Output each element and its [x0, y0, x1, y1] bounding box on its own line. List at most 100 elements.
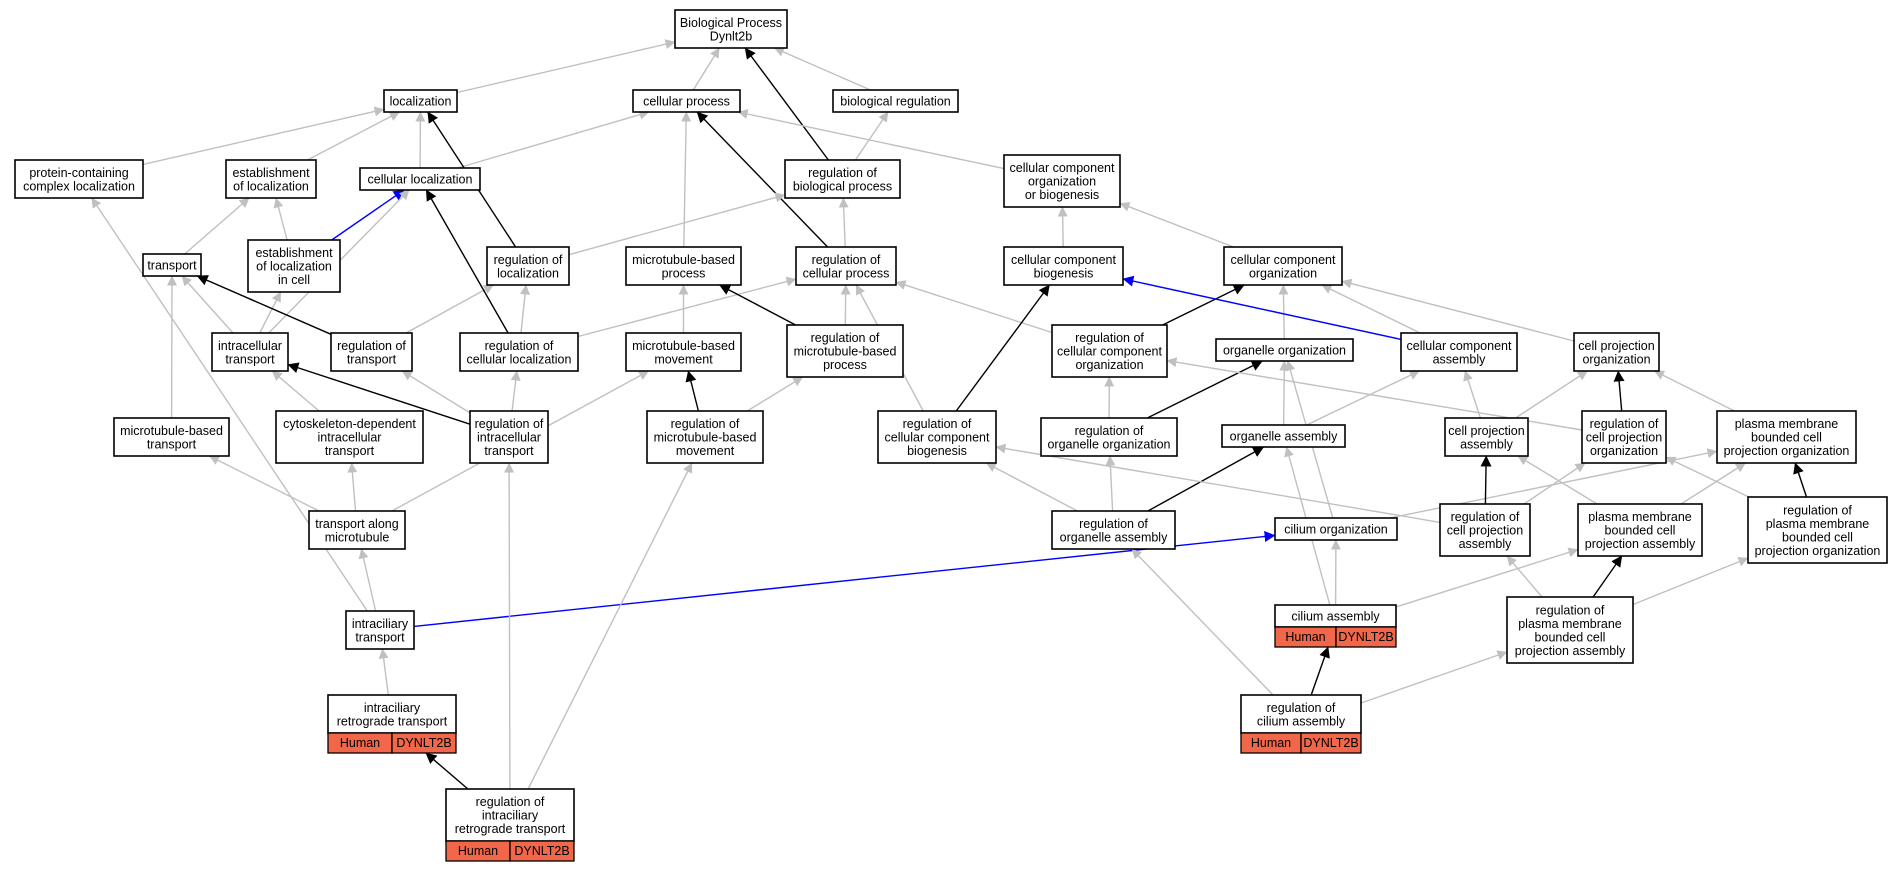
- go-term-node-cdict[interactable]: cytoskeleton-dependentintracellulartrans…: [275, 410, 424, 464]
- edge-is_a-estloccell-to-estloc: [273, 197, 288, 241]
- edge-is_a-cilas-to-pmbcpa: [1395, 547, 1579, 608]
- node-label-line: cellular component: [885, 431, 990, 445]
- edge-regulates-regtr-to-transport: [196, 275, 332, 335]
- node-label-line: projection assembly: [1515, 644, 1626, 658]
- annotation-gene-label: DYNLT2B: [1303, 736, 1358, 750]
- go-term-node-transport[interactable]: transport: [142, 253, 202, 277]
- node-label-line: regulation of: [903, 417, 972, 431]
- edge-line: [1680, 462, 1746, 505]
- edge-regulates-regiftr-to-iftr: [425, 752, 469, 790]
- node-label-line: transport: [325, 444, 375, 458]
- node-label-line: microtubule: [325, 530, 390, 544]
- node-label-line: regulation of: [1075, 331, 1144, 345]
- node-label-line: Biological Process: [680, 16, 782, 30]
- edge-line: [1057, 206, 1068, 248]
- edge-line: [1122, 275, 1402, 341]
- node-box: [1747, 496, 1888, 564]
- node-box: [1003, 154, 1121, 208]
- go-term-node-orgas[interactable]: organelle assembly: [1221, 424, 1346, 448]
- go-term-node-cellloc[interactable]: cellular localization: [359, 167, 481, 191]
- node-label-line: cell projection: [1578, 339, 1654, 353]
- go-term-node-breg[interactable]: biological regulation: [832, 89, 959, 113]
- edge-is_a-regiftr-to-regict: [504, 462, 515, 790]
- go-term-node-loc[interactable]: localization: [383, 89, 458, 113]
- node-box: [142, 253, 202, 277]
- node-label-line: cell projection: [1448, 424, 1524, 438]
- node-box: [832, 89, 959, 113]
- node-box: [1215, 338, 1354, 362]
- node-label-line: regulation of: [671, 417, 740, 431]
- edge-line: [273, 197, 288, 241]
- node-label-line: cell projection: [1447, 524, 1523, 538]
- node-label-line: assembly: [1433, 352, 1487, 366]
- go-term-node-cilorg[interactable]: cilium organization: [1274, 517, 1398, 541]
- node-label-line: organelle assembly: [1060, 530, 1168, 544]
- edge-line: [1665, 456, 1750, 498]
- edge-is_a-tamt-to-cdict: [347, 462, 358, 512]
- edge-is_a-iftr-to-ift: [378, 648, 389, 696]
- node-label-line: plasma membrane: [1766, 517, 1870, 531]
- edge-is_a-orgas-to-orgorg: [1279, 360, 1290, 426]
- node-label-line: cellular process: [803, 266, 890, 280]
- edge-line: [510, 370, 521, 412]
- node-label-line: localization: [390, 95, 452, 109]
- node-label-line: regulation of: [475, 417, 544, 431]
- edge-line: [1278, 284, 1289, 340]
- edge-regulates-regict-to-ict: [287, 362, 471, 425]
- edge-line: [737, 109, 1005, 170]
- edge-line: [208, 455, 320, 512]
- go-term-node-orgorg[interactable]: organelle organization: [1215, 338, 1354, 362]
- edge-line: [425, 752, 469, 790]
- go-term-node-cp[interactable]: cellular process: [632, 89, 741, 113]
- edge-is_a-cco-to-ccob: [1119, 202, 1234, 248]
- edge-line: [142, 106, 385, 166]
- node-box: [14, 159, 144, 199]
- edge-line: [840, 284, 851, 326]
- edge-is_a-regict-to-regcellloc: [510, 370, 521, 412]
- edge-line: [1147, 446, 1265, 512]
- edge-is_a-pmbcpo-to-cpo: [1654, 370, 1735, 412]
- node-label-line: bounded cell: [1782, 530, 1853, 544]
- node-label-line: cell projection: [1586, 431, 1662, 445]
- edge-line: [1463, 370, 1482, 419]
